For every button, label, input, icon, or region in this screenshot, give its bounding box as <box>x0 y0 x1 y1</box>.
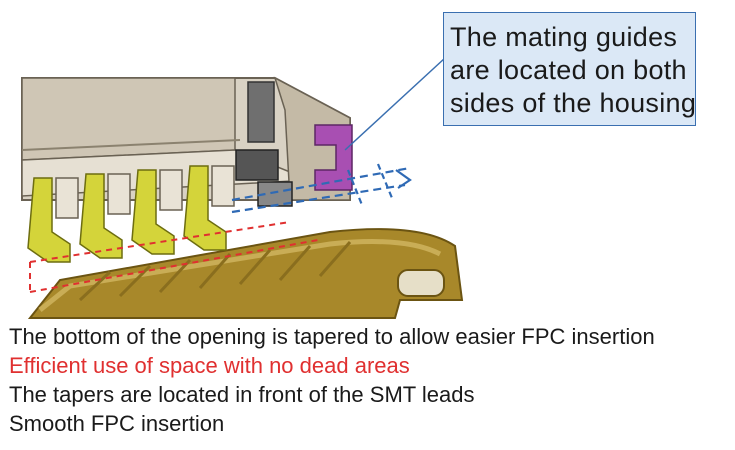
note-efficient-space: Efficient use of space with no dead area… <box>9 353 410 378</box>
actuator-block <box>235 81 293 207</box>
note-taper-location: The tapers are located in front of the S… <box>9 382 475 407</box>
taper-indicator <box>231 163 412 214</box>
note-tapered-opening: The bottom of the opening is tapered to … <box>9 324 655 349</box>
taper-area-dashed-outline <box>29 221 319 293</box>
callout-line: sides of the housing <box>450 88 697 118</box>
smt-leads <box>27 165 227 263</box>
callout-line: are located on both <box>450 55 687 85</box>
feature-notes: The bottom of the opening is tapered to … <box>9 322 655 438</box>
note-smooth-insertion: Smooth FPC insertion <box>9 411 225 436</box>
contact-teeth <box>55 165 235 219</box>
callout-leader-line <box>344 57 446 151</box>
mating-guides-callout: The mating guides are located on both si… <box>443 12 696 126</box>
connector-illustration <box>21 57 464 319</box>
callout-line: The mating guides <box>450 22 678 52</box>
fpc-cable <box>27 228 464 319</box>
mating-guide <box>314 124 353 191</box>
